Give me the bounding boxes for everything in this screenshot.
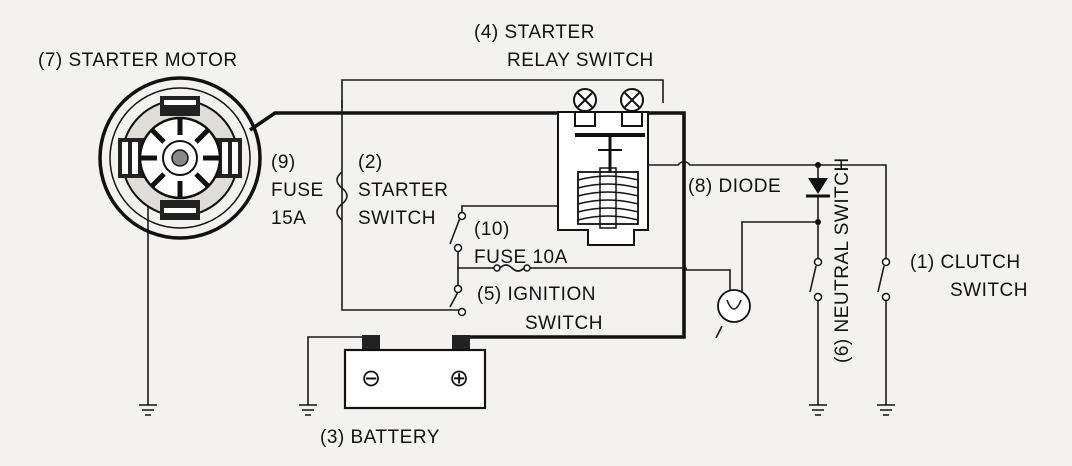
clutch-switch <box>877 257 891 302</box>
starter-switch-number-label: (2) <box>358 152 383 173</box>
fuse15-rating-label: 15A <box>271 208 306 229</box>
relay-switch-label-line2: RELAY SWITCH <box>507 50 654 71</box>
ground-icon <box>299 404 317 416</box>
starter-motor <box>98 76 262 240</box>
starter-switch-label-line1: STARTER <box>358 180 448 201</box>
heavy-cable-motor <box>248 98 587 132</box>
fuse10-number-label: (10) <box>474 219 510 240</box>
starter-switch-label-line2: SWITCH <box>358 208 436 229</box>
ground-icon <box>809 404 827 416</box>
ground-icon <box>139 404 157 416</box>
starter-switch <box>449 211 467 253</box>
diode <box>806 162 830 225</box>
clutch-switch-label-line1: (1) CLUTCH <box>910 252 1021 273</box>
battery-label: (3) BATTERY <box>320 427 440 448</box>
battery-negative-icon: ⊖ <box>361 364 381 392</box>
ground-symbols <box>139 404 895 416</box>
diode-label: (8) DIODE <box>688 176 781 197</box>
battery-positive-icon: ⊕ <box>449 364 469 392</box>
battery: ⊖ ⊕ <box>343 335 487 410</box>
fuse-15a <box>336 171 348 221</box>
starter-relay-switch <box>557 88 649 246</box>
clutch-switch-label-line2: SWITCH <box>950 280 1028 301</box>
ground-icon <box>877 404 895 416</box>
indicator-lamp <box>715 289 751 339</box>
fuse15-number-label: (9) <box>271 152 296 173</box>
neutral-switch-label: (6) NEUTRAL SWITCH <box>832 157 853 363</box>
relay-top-wire <box>341 79 664 311</box>
coil-to-diode-wire <box>636 160 887 258</box>
labels: (7) STARTER MOTOR (4) STARTER RELAY SWIT… <box>38 22 1028 448</box>
fuse-10a <box>493 264 531 272</box>
fuse10-name-label: FUSE 10A <box>474 247 568 268</box>
ignition-switch-label-line1: (5) IGNITION <box>477 284 596 305</box>
ignition-switch <box>449 284 467 317</box>
ignition-switch-label-line2: SWITCH <box>525 313 603 334</box>
starter-motor-label: (7) STARTER MOTOR <box>38 50 238 71</box>
fuse15-name-label: FUSE <box>271 180 324 201</box>
neutral-switch <box>809 257 823 302</box>
wiring <box>147 79 887 405</box>
relay-switch-label-line1: (4) STARTER <box>474 22 595 43</box>
starter-switch-wire <box>461 205 578 213</box>
lamp-wire <box>741 221 818 292</box>
